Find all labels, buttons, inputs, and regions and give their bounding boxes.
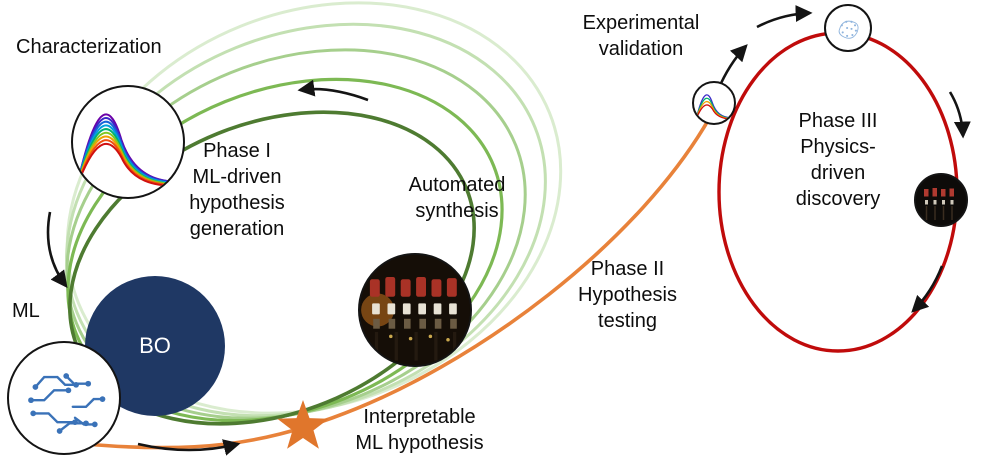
flow-arrows: [46, 5, 971, 456]
label-automated-synthesis: Automated synthesis: [408, 174, 506, 222]
arrow-bottom-right: [911, 265, 944, 313]
green-loop-5: [65, 1, 563, 415]
label-phase3: Phase III Physics- driven discovery: [795, 110, 881, 210]
star-icon: [277, 400, 329, 449]
arrow-right-down: [948, 91, 971, 139]
label-experimental-validation: Experimental validation: [582, 12, 700, 60]
automated-synthesis-photo-icon: [358, 253, 472, 367]
brain-circuit-icon: [28, 373, 106, 434]
arrow-bottom: [137, 439, 241, 456]
label-interpretable-hypothesis: Interpretable ML hypothesis: [355, 406, 484, 454]
green-loop-2: [66, 77, 504, 423]
phase3-brain-dots-icon: [824, 4, 872, 52]
bo-label: BO: [139, 333, 171, 358]
arrow-top-right: [756, 5, 813, 29]
arrow-top-left: [297, 79, 369, 102]
label-phase1: Phase I ML-driven hypothesis generation: [189, 140, 285, 240]
experimental-validation-spectra-icon: [692, 81, 736, 125]
green-loop-3: [65, 48, 527, 420]
arrow-char-to-ml: [46, 211, 68, 289]
characterization-spectra-icon: [71, 85, 185, 199]
brain-dots-icon: [838, 20, 859, 39]
spectra-plot-icon: [78, 113, 177, 187]
label-ml: ML: [12, 300, 40, 322]
green-loop-4: [65, 22, 547, 418]
ml-brain-circuit-icon: [7, 341, 121, 455]
lab-equipment-photo-icon: [916, 175, 966, 225]
label-phase2: Phase II Hypothesis testing: [578, 258, 677, 332]
synthesis-photo-icon: [360, 255, 470, 365]
phase2-curve: [84, 109, 716, 450]
phase3-lab-equipment-icon: [914, 173, 968, 227]
label-characterization: Characterization: [16, 36, 162, 58]
small-spectra-icon: [696, 94, 732, 120]
